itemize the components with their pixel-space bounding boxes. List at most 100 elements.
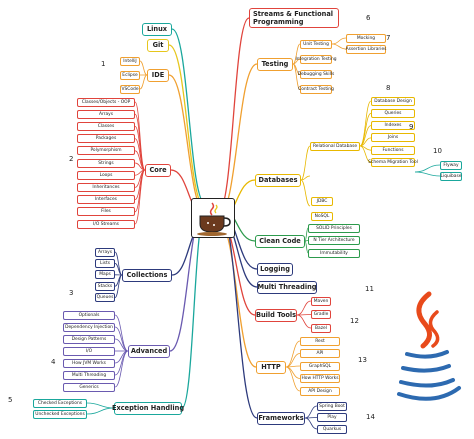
connector-line: [114, 350, 129, 376]
connector-line: [168, 74, 207, 214]
step-number: 14: [366, 413, 375, 421]
testing-leaf-debugging-skills: Debugging Skills: [297, 69, 335, 79]
topic-streams: Streams & Functional Programming: [249, 8, 339, 28]
connector-line: [217, 63, 258, 218]
frameworks-leaf-play: Play: [317, 413, 347, 422]
databases-leaf-nosql: NoSQL: [311, 212, 333, 221]
connector-line: [114, 251, 123, 276]
connector-line: [304, 417, 318, 419]
connector-line: [134, 169, 146, 176]
buildtools-leaf-gradle: Gradle: [311, 310, 331, 319]
connector-line: [168, 44, 207, 210]
connector-line: [296, 314, 312, 329]
topic-databases: Databases: [255, 173, 301, 187]
testing-leaf-contract-testing: Contract Testing: [298, 85, 334, 95]
testing-leaf-unit-testing: Unit Testing: [300, 39, 332, 49]
connector-line: [134, 138, 146, 171]
connector-line: [304, 405, 318, 419]
databases-leaf-jdbc: JDBC: [311, 197, 333, 206]
connector-line: [134, 126, 146, 171]
connector-line: [134, 169, 146, 200]
connector-line: [300, 175, 311, 181]
connector-line: [285, 365, 301, 368]
connector-line: [359, 125, 372, 147]
connector-line: [114, 350, 129, 388]
connector-line: [134, 169, 146, 188]
topic-http: HTTP: [256, 360, 286, 374]
topic-testing: Testing: [257, 57, 293, 71]
step-number: 7: [386, 34, 391, 42]
frameworks-leaf-spring-boot: Spring Boot: [317, 401, 347, 411]
step-number: 5: [8, 396, 13, 404]
connector-line: [285, 353, 301, 368]
advanced-leaf-how-jvm-works: How JVM Works: [63, 358, 115, 368]
core-leaf-interfaces: Interfaces: [77, 195, 135, 205]
connector-line: [285, 366, 301, 379]
core-leaf-arrays: Arrays: [77, 109, 135, 119]
connector-line: [296, 300, 312, 316]
connector-line: [86, 402, 115, 409]
connector-line: [359, 145, 372, 151]
ide-leaf-intellij: IntelliJ: [120, 56, 140, 66]
topic-exception: Exception Handling: [112, 401, 184, 415]
core-leaf-classes-objects-oop: Classes/Objects - OOP: [77, 97, 135, 107]
connector-line: [300, 179, 311, 207]
step-number: 11: [365, 285, 374, 293]
advanced-leaf-dependency-injection: Dependency Injection: [63, 322, 115, 332]
connector-line: [331, 37, 347, 45]
collections-leaf-queues: Queues: [95, 293, 115, 303]
step-number: 3: [69, 289, 74, 297]
connector-line: [171, 28, 207, 206]
exception-leaf-checked-exceptions: Checked Exceptions: [33, 398, 87, 408]
connector-line: [114, 326, 129, 352]
collections-leaf-maps: Maps: [95, 270, 115, 280]
topic-buildtools: Build Tools: [255, 308, 297, 322]
topic-git: Git: [147, 38, 169, 52]
step-number: 2: [69, 155, 74, 163]
advanced-leaf-multi-threading: Multi Threading: [63, 370, 115, 380]
core-leaf-loops: Loops: [77, 170, 135, 180]
connector-line: [285, 366, 301, 392]
connector-line: [114, 350, 129, 364]
topic-ide: IDE: [147, 68, 169, 82]
connector-line: [134, 101, 146, 171]
unit_testing-leaf-mocking: Mocking: [346, 33, 386, 43]
step-number: 10: [433, 147, 442, 155]
connector-line: [359, 112, 372, 147]
step-number: 8: [386, 84, 391, 92]
http-leaf-graphsql: GraphSQL: [300, 361, 340, 371]
connector-line: [86, 407, 115, 415]
relational-leaf-indexes: Indexes: [371, 121, 415, 131]
relational-leaf-queries: Queries: [371, 108, 415, 118]
connector-line: [134, 150, 146, 171]
http-leaf-how-http-works: How HTTP Works: [300, 374, 340, 383]
migration-leaf-liquibase: Liquibase: [440, 171, 462, 181]
core-leaf-strings: Strings: [77, 158, 135, 168]
connector-line: [134, 162, 146, 171]
connector-line: [359, 100, 372, 147]
connector-line: [331, 43, 347, 50]
connector-line: [217, 220, 257, 368]
connector-line: [114, 338, 129, 352]
connector-line: [134, 169, 146, 225]
connector-line: [114, 263, 123, 276]
connector-line: [300, 145, 311, 181]
step-number: 12: [350, 317, 359, 325]
http-leaf-api-design: API Design: [300, 386, 340, 396]
step-number: 4: [51, 358, 56, 366]
relational-leaf-database-design: Database Design: [371, 96, 415, 106]
core-leaf-i-o-streams: I/O Streams: [77, 219, 135, 229]
buildtools-leaf-bazel: Bazel: [311, 323, 331, 333]
connector-line: [114, 274, 123, 287]
connector-line: [217, 17, 250, 214]
testing-leaf-integration-testing: Integration Testing: [295, 54, 337, 64]
topic-core: Core: [145, 163, 171, 177]
cleancode-leaf-n-tier-architecture: N Tier Architecture: [308, 236, 360, 245]
core-leaf-polymorphism: Polymorphism: [77, 146, 135, 156]
coffee-cup-icon: [197, 202, 231, 236]
advanced-leaf-generics: Generics: [63, 382, 115, 392]
step-number: 9: [409, 123, 414, 131]
center-coffee-node: [191, 198, 235, 238]
topic-frameworks: Frameworks: [257, 411, 305, 425]
